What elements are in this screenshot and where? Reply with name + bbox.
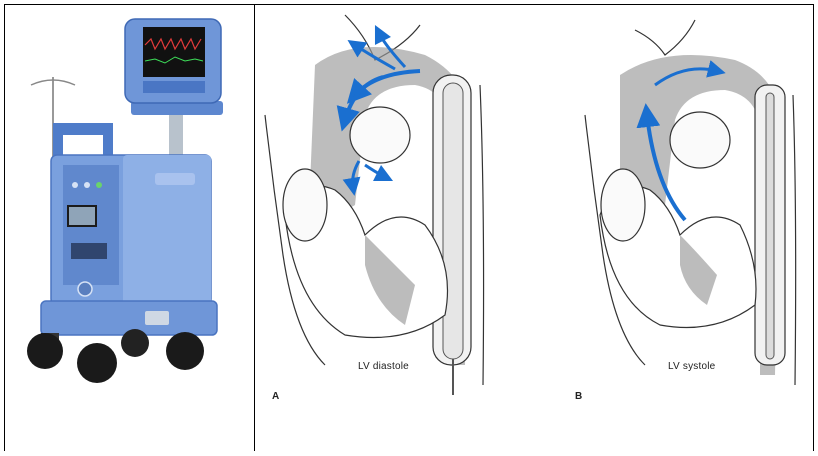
aortic-branches <box>635 20 695 55</box>
panel-button <box>84 182 90 188</box>
label-panel-b: B <box>575 391 582 402</box>
caption-diastole: LV diastole <box>358 361 409 372</box>
panel-button <box>72 182 78 188</box>
caster-wheel-front-left <box>27 333 63 369</box>
gas-port <box>78 282 92 296</box>
panel-connectors <box>71 243 107 259</box>
diagram-systole <box>585 20 796 385</box>
pulmonary-trunk <box>350 107 410 163</box>
inflated-balloon <box>443 83 463 359</box>
brand-plate <box>155 173 195 185</box>
right-atrium <box>601 169 645 241</box>
console-illustration <box>5 5 254 451</box>
aorta-outer-wall <box>793 95 796 385</box>
flow-arrow <box>365 165 385 177</box>
cart-base <box>41 301 217 335</box>
deflated-balloon <box>766 93 774 359</box>
monitor-keys <box>143 81 205 93</box>
aorta-outer-wall <box>480 85 484 385</box>
monitor-screen <box>143 27 205 77</box>
panel-display-screen <box>69 207 95 225</box>
diagram-diastole <box>265 15 484 395</box>
right-atrium <box>283 169 327 241</box>
iabp-heart-diagrams: LV diastole LV systole A B <box>255 5 813 451</box>
caster-wheel-rear-left <box>121 329 149 357</box>
caption-systole: LV systole <box>668 361 715 372</box>
pulmonary-trunk <box>670 112 730 168</box>
heart-illustrations <box>255 5 813 451</box>
panel-button <box>96 182 102 188</box>
caster-wheel-rear-right <box>166 332 204 370</box>
caster-wheel-front-right <box>77 343 117 383</box>
iabp-console-photo <box>5 5 254 451</box>
label-panel-a: A <box>272 391 279 402</box>
base-latch <box>145 311 169 325</box>
